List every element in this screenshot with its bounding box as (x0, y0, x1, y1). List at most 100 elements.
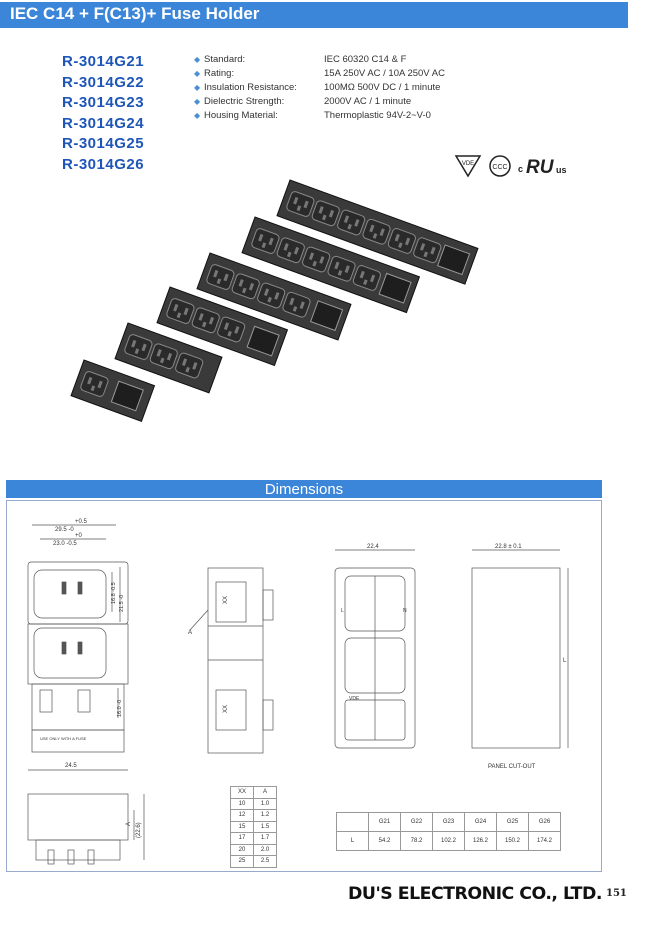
table-cell: 17 (230, 832, 254, 845)
xx-a-table: XX A 10 1.0 12 1.2 15 1.5 17 1.7 20 2.0 … (230, 786, 277, 868)
dim-panel-width: 22.8 ± 0.1 (495, 544, 522, 550)
table-cell: 10 (230, 797, 254, 810)
page-number: 151 (606, 888, 627, 899)
spec-label: Dielectric Strength: (204, 96, 285, 107)
table-cell: 174.2 (528, 831, 561, 851)
fuse-note: USE ONLY WITH A FUSE (40, 736, 87, 741)
front-view-drawing: +0.5 29.5 -0 +0 23.0 -0.5 16.8 -0.5 21.5… (27, 519, 129, 771)
strip-g26 (276, 179, 479, 285)
table-cell: 20 (230, 843, 254, 856)
model-number: R-3014G22 (62, 73, 145, 91)
label-a: A (126, 822, 132, 826)
side-view-drawing: A XX XX (188, 567, 274, 754)
dim-top1: 29.5 -0 (55, 527, 74, 533)
label-l: L (563, 658, 567, 664)
table-header: A (253, 786, 277, 799)
spec-list: ◆Standard:IEC 60320 C14 & F ◆Rating:15A … (194, 53, 445, 123)
table-row-label: L (336, 831, 369, 851)
table-row: 20 2.0 (230, 843, 277, 856)
ccc-logo-icon: CCC (489, 155, 511, 177)
strip-g23 (156, 286, 289, 367)
table-header (336, 812, 369, 832)
dim-v1: 16.8 -0.5 (111, 582, 117, 604)
table-cell: 1.5 (253, 820, 277, 833)
table-header: G24 (464, 812, 497, 832)
table-cell: 2.0 (253, 843, 277, 856)
table-header: G22 (400, 812, 433, 832)
table-cell: 12 (230, 809, 254, 822)
dim-top2: 23.0 -0.5 (53, 541, 77, 547)
spec-label: Housing Material: (204, 110, 278, 121)
spec-value: Thermoplastic 94V-2~V-0 (324, 110, 431, 121)
spec-value: 15A 250V AC / 10A 250V AC (324, 68, 445, 79)
table-row: 10 1.0 (230, 797, 277, 810)
spec-row: ◆Rating:15A 250V AC / 10A 250V AC (194, 67, 445, 81)
dim-v2: 21.5 -0 (119, 595, 125, 612)
model-list: R-3014G21 R-3014G22 R-3014G23 R-3014G24 … (62, 52, 144, 175)
bullet-icon: ◆ (194, 111, 201, 120)
table-cell: 1.2 (253, 809, 277, 822)
table-cell: 150.2 (496, 831, 529, 851)
spec-row: ◆Housing Material: Thermoplastic 94V-2~V-… (194, 109, 445, 123)
table-cell: 15 (230, 820, 254, 833)
product-photo (70, 179, 479, 423)
table-cell: 78.2 (400, 831, 433, 851)
strip-g22 (114, 322, 223, 394)
dimensions-panel (6, 500, 602, 872)
model-number: R-3014G25 (62, 135, 145, 152)
svg-text:RU: RU (526, 157, 555, 178)
spec-row: ◆Standard: IEC 60320 C14 & F (194, 53, 445, 67)
table-row: 25 2.5 (230, 855, 277, 868)
model-number: R-3014G21 (62, 53, 145, 70)
table-cell: 25 (230, 855, 254, 868)
dim-height: (22.6) (136, 822, 142, 838)
table-row: 17 1.7 (230, 832, 277, 845)
label-xx: XX (223, 596, 229, 604)
ul-logo-icon: c RU us (518, 157, 567, 178)
title-bar: IEC C14 + F(C13)+ Fuse Holder (0, 2, 628, 28)
table-row: 15 1.5 (230, 820, 277, 833)
table-header: G23 (432, 812, 465, 832)
table-row: L 54.2 78.2 102.2 126.2 150.2 174.2 (336, 831, 561, 851)
dim-tol-top1: +0.5 (75, 519, 88, 525)
label-vde: VDE (349, 696, 360, 702)
table-cell: 1.0 (253, 797, 277, 810)
certification-logos: VDE CCC c RU us (454, 155, 567, 178)
dim-tol-top2: +0 (75, 533, 83, 539)
table-header: G21 (368, 812, 401, 832)
length-table: G21 G22 G23 G24 G25 G26 L 54.2 78.2 102.… (336, 812, 561, 851)
bullet-icon: ◆ (194, 55, 201, 64)
dimensions-header: Dimensions (6, 480, 602, 498)
strip-g21 (70, 359, 156, 423)
table-header: XX (230, 786, 254, 799)
bullet-icon: ◆ (194, 69, 201, 78)
panel-cutout-caption: PANEL CUT-OUT (488, 764, 536, 770)
svg-text:us: us (556, 165, 567, 175)
table-cell: 54.2 (368, 831, 401, 851)
model-number: R-3014G24 (62, 114, 145, 132)
table-header: G25 (496, 812, 529, 832)
spec-value: IEC 60320 C14 & F (324, 54, 407, 65)
svg-text:VDE: VDE (462, 161, 474, 167)
svg-text:c: c (518, 164, 523, 174)
bullet-icon: ◆ (194, 97, 201, 106)
panel-cutout-drawing: 22.8 ± 0.1 L PANEL CUT-OUT (471, 544, 569, 770)
label-xx: XX (223, 705, 229, 713)
company-name: DU'S ELECTRONIC CO., LTD. (348, 884, 602, 904)
page-title: IEC C14 + F(C13)+ Fuse Holder (10, 4, 260, 23)
label-a: A (188, 630, 192, 636)
spec-value: 100MΩ 500V DC / 1 minute (324, 82, 441, 93)
label-n: N (403, 608, 407, 614)
spec-value: 2000V AC / 1 minute (324, 96, 412, 107)
spec-label: Standard: (204, 54, 246, 65)
model-number: R-3014G26 (62, 155, 145, 173)
spec-label: Insulation Resistance: (204, 82, 297, 93)
svg-text:CCC: CCC (492, 164, 507, 171)
table-cell: 1.7 (253, 832, 277, 845)
spec-row: ◆Dielectric Strength: 2000V AC / 1 minute (194, 95, 445, 109)
top-view-drawing: 22.4 N L VDE (334, 544, 416, 749)
table-cell: 126.2 (464, 831, 497, 851)
label-l: L (341, 608, 344, 614)
dim-v3: 16.0 -0 (117, 700, 123, 717)
table-cell: 2.5 (253, 855, 277, 868)
